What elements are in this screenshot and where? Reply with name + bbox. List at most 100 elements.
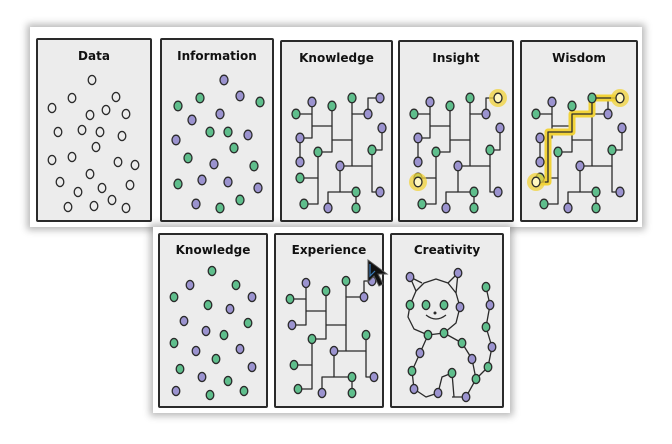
node-dot bbox=[481, 281, 491, 293]
node-dot bbox=[445, 100, 455, 112]
node-dot bbox=[289, 359, 299, 371]
node-dot bbox=[113, 156, 123, 168]
node-dot bbox=[469, 186, 479, 198]
node-dot bbox=[493, 92, 503, 104]
node-dot bbox=[455, 301, 465, 313]
node-dot bbox=[405, 299, 415, 311]
panel-insight: Insight bbox=[398, 40, 514, 222]
node-dot bbox=[587, 92, 597, 104]
panel-information: Information bbox=[160, 38, 274, 222]
experience-network bbox=[285, 275, 379, 399]
node-dot bbox=[215, 202, 225, 214]
node-dot bbox=[485, 299, 495, 311]
node-dot bbox=[185, 279, 195, 291]
node-dot bbox=[405, 271, 415, 283]
connector-line bbox=[292, 299, 307, 326]
node-dot bbox=[171, 385, 181, 397]
node-dot bbox=[97, 182, 107, 194]
node-dot bbox=[191, 345, 201, 357]
node-dot bbox=[367, 144, 377, 156]
node-dot bbox=[107, 194, 117, 206]
knowledge-dots bbox=[169, 265, 257, 401]
node-dot bbox=[347, 92, 357, 104]
node-dot bbox=[413, 176, 423, 188]
cat-nose bbox=[433, 311, 437, 315]
node-dot bbox=[223, 126, 233, 138]
panel-knowledge-2: Knowledge bbox=[158, 233, 268, 408]
information-dots bbox=[171, 74, 265, 214]
node-dot bbox=[229, 142, 239, 154]
node-dot bbox=[293, 383, 303, 395]
node-dot bbox=[615, 92, 625, 104]
node-dot bbox=[617, 122, 627, 134]
node-dot bbox=[439, 327, 449, 339]
node-dot bbox=[179, 315, 189, 327]
panel-title: Knowledge bbox=[175, 243, 251, 257]
node-dot bbox=[207, 265, 217, 277]
node-dot bbox=[465, 92, 475, 104]
node-dot bbox=[223, 375, 233, 387]
node-dot bbox=[175, 363, 185, 375]
node-dot bbox=[171, 134, 181, 146]
node-dot bbox=[47, 154, 57, 166]
panel-title: Knowledge bbox=[299, 51, 374, 65]
node-dot bbox=[483, 361, 493, 373]
node-dot bbox=[417, 198, 427, 210]
node-dot bbox=[53, 126, 63, 138]
cat-mouth bbox=[425, 314, 447, 320]
node-dot bbox=[553, 146, 563, 158]
panel-title: Insight bbox=[432, 51, 480, 65]
node-dot bbox=[285, 293, 295, 305]
node-dot bbox=[535, 132, 545, 144]
node-dot bbox=[307, 96, 317, 108]
node-dot bbox=[111, 91, 121, 103]
node-dot bbox=[173, 100, 183, 112]
panel-experience: Experience bbox=[274, 233, 384, 408]
node-dot bbox=[347, 371, 357, 383]
node-dot bbox=[341, 275, 351, 287]
node-dot bbox=[591, 202, 601, 214]
node-dot bbox=[125, 179, 135, 191]
node-dot bbox=[299, 198, 309, 210]
node-dot bbox=[485, 144, 495, 156]
node-dot bbox=[67, 92, 77, 104]
node-dot bbox=[87, 74, 97, 86]
node-dot bbox=[169, 337, 179, 349]
node-dot bbox=[187, 114, 197, 126]
node-dot bbox=[243, 129, 253, 141]
node-dot bbox=[201, 325, 211, 337]
node-dot bbox=[73, 186, 83, 198]
node-dot bbox=[431, 146, 441, 158]
node-dot bbox=[369, 371, 379, 383]
connector-line bbox=[321, 376, 334, 393]
connector-line bbox=[407, 278, 461, 336]
node-dot bbox=[531, 108, 541, 120]
node-dot bbox=[295, 156, 305, 168]
panel-data: Data bbox=[36, 38, 152, 222]
connector-line bbox=[318, 126, 333, 153]
node-dot bbox=[205, 126, 215, 138]
node-dot bbox=[231, 279, 241, 291]
node-dot bbox=[211, 353, 221, 365]
node-dot bbox=[197, 174, 207, 186]
node-dot bbox=[351, 202, 361, 214]
node-dot bbox=[481, 108, 491, 120]
node-dot bbox=[301, 277, 311, 289]
node-dot bbox=[117, 130, 127, 142]
connector-line bbox=[436, 126, 451, 153]
node-dot bbox=[235, 343, 245, 355]
node-dot bbox=[547, 96, 557, 108]
node-dot bbox=[249, 160, 259, 172]
node-dot bbox=[219, 74, 229, 86]
node-dot bbox=[487, 341, 497, 353]
node-dot bbox=[77, 124, 87, 136]
data-dots bbox=[47, 74, 140, 214]
node-dot bbox=[615, 186, 625, 198]
node-dot bbox=[425, 96, 435, 108]
node-dot bbox=[235, 90, 245, 102]
node-dot bbox=[169, 291, 179, 303]
connector-line bbox=[298, 365, 313, 390]
connector-line bbox=[422, 178, 437, 205]
node-dot bbox=[467, 353, 477, 365]
node-dot bbox=[67, 151, 77, 163]
